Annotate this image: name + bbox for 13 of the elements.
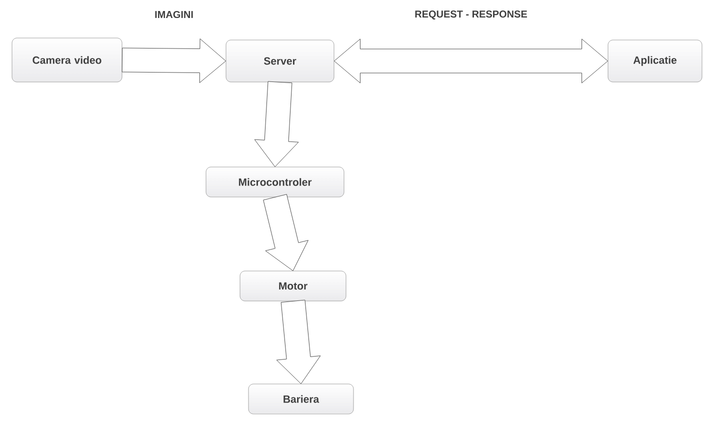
process-box: Motor xyxy=(240,270,346,302)
process-box: Aplicatie xyxy=(608,40,702,82)
block-arrow xyxy=(263,194,308,272)
edge-label: IMAGINI xyxy=(152,8,196,20)
block-arrow xyxy=(122,38,226,83)
process-box: Microcontroler xyxy=(206,166,344,198)
process-box: Bariera xyxy=(248,384,354,414)
process-box: Camera video xyxy=(12,38,122,82)
process-box: Server xyxy=(226,40,334,82)
block-arrow xyxy=(334,38,608,84)
block-arrow xyxy=(254,81,299,168)
block-arrow xyxy=(276,300,321,384)
edge-label: REQUEST - RESPONSE xyxy=(412,8,530,22)
